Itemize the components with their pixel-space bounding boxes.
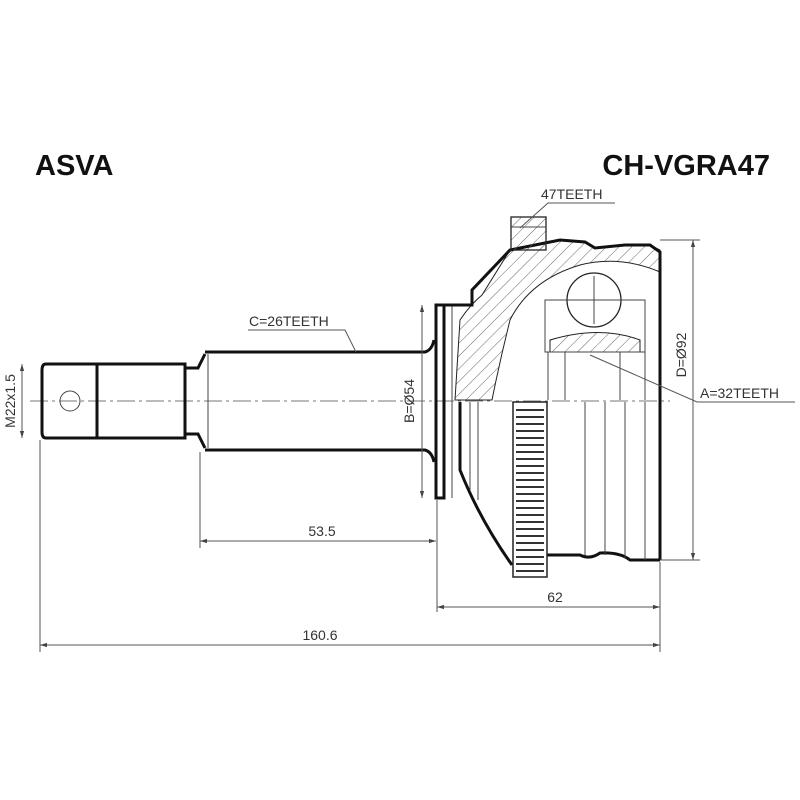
shaft-spline-leader <box>248 329 357 353</box>
outer-diameter-label: D=Ø92 <box>673 332 689 377</box>
abs-ring-section <box>510 216 547 251</box>
brand-title: ASVA <box>35 150 113 182</box>
cross-hole <box>59 390 81 412</box>
housing-length-label: 62 <box>547 589 563 605</box>
housing-exterior <box>458 401 660 578</box>
total-length-label: 160.6 <box>302 627 337 643</box>
housing-section <box>444 216 662 560</box>
part-number: CH-VGRA47 <box>602 150 770 182</box>
shaft-spline-label: C=26TEETH <box>249 313 329 329</box>
thread-label: M22x1.5 <box>2 374 18 428</box>
spline-shaft <box>205 339 436 463</box>
abs-ring-teeth <box>516 409 544 572</box>
abs-teeth-label: 47TEETH <box>541 186 602 202</box>
seal-diameter-label: B=Ø54 <box>401 379 417 423</box>
threaded-stud <box>40 353 207 449</box>
inner-spline-leader <box>589 354 795 403</box>
inner-spline-label: A=32TEETH <box>700 385 779 401</box>
shaft-length-label: 53.5 <box>308 523 335 539</box>
abs-teeth-leader <box>519 202 615 229</box>
seal-flange <box>434 303 453 500</box>
